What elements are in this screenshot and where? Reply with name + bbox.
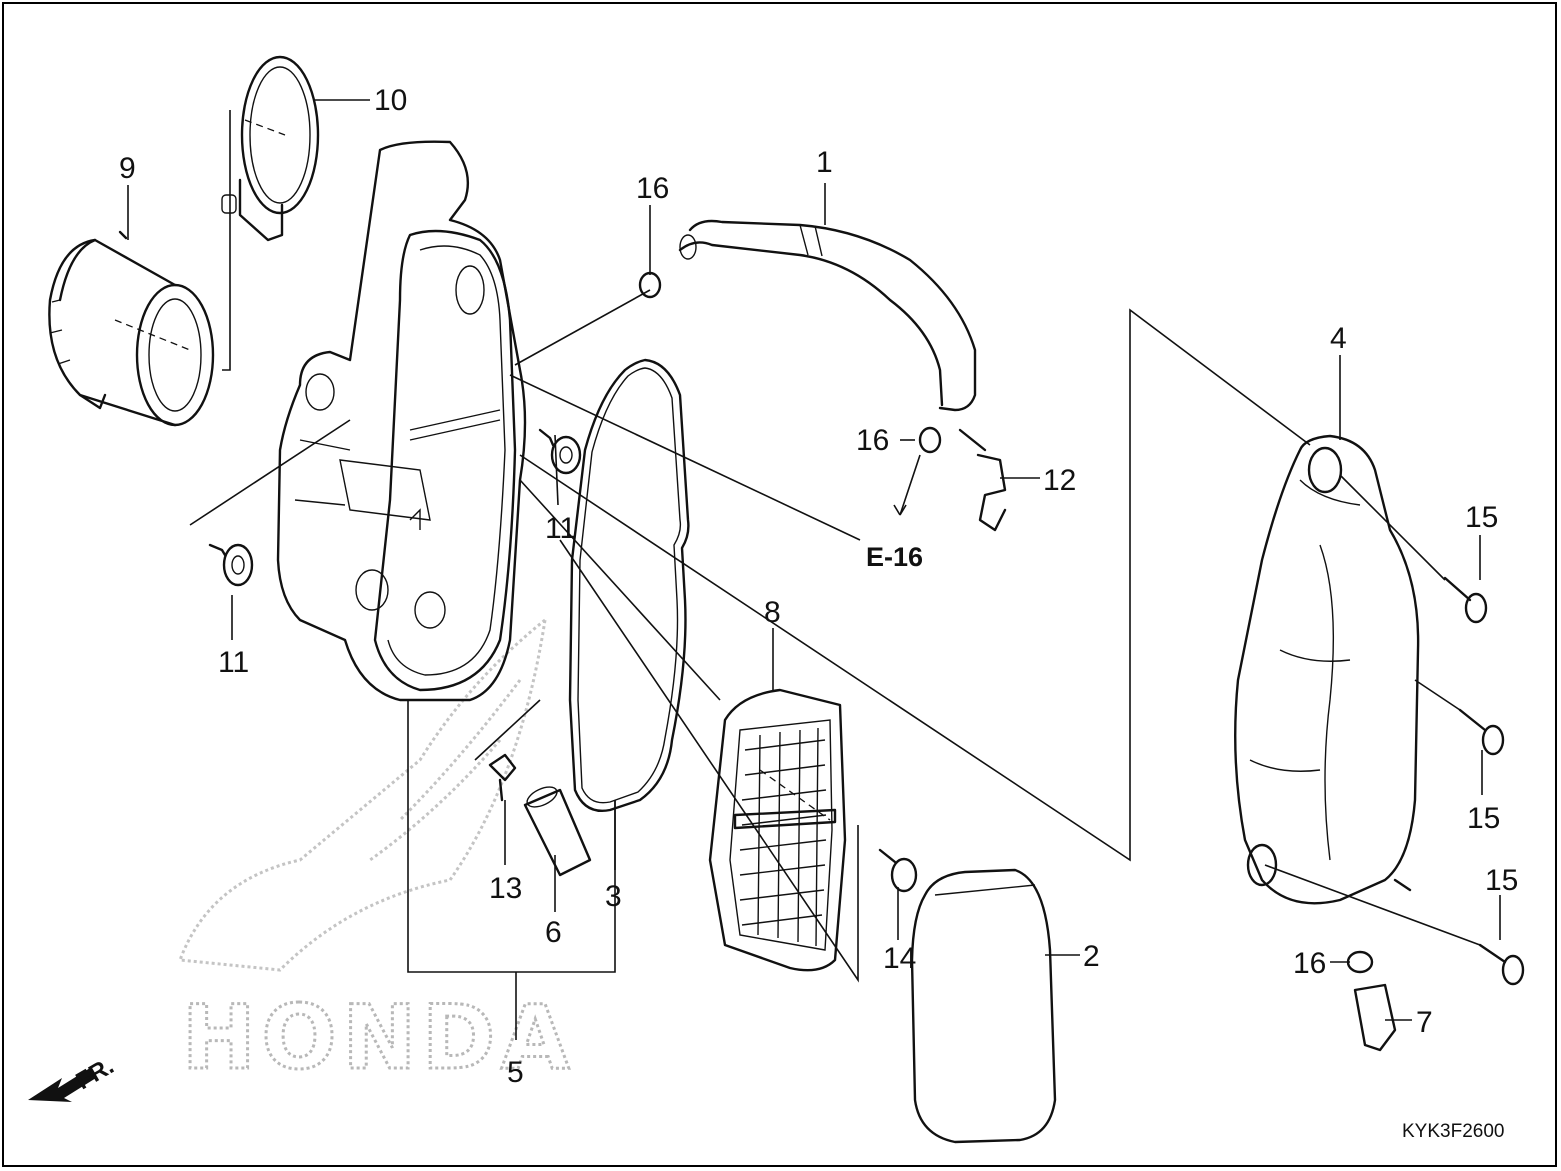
callout-12: 12 — [1043, 464, 1076, 497]
callout-8: 8 — [764, 596, 781, 629]
part-6-drain-tube — [523, 786, 592, 877]
front-arrow-icon — [28, 1068, 96, 1102]
part-15-bolt-c — [1478, 943, 1525, 986]
callout-4: 4 — [1330, 322, 1347, 355]
part-14-screw — [878, 848, 918, 893]
callout-16-b: 16 — [856, 424, 889, 457]
callout-1: 1 — [816, 146, 833, 179]
callout-5: 5 — [507, 1056, 524, 1089]
part-15-bolt-a — [1443, 576, 1488, 624]
part-15-bolt-b — [1458, 708, 1505, 756]
callout-11-a: 11 — [545, 512, 576, 545]
part-10-clamp-band — [221, 55, 320, 242]
callout-10: 10 — [374, 84, 407, 117]
callout-2: 2 — [1083, 940, 1100, 973]
part-5-air-cleaner-case — [276, 140, 527, 702]
callout-6: 6 — [545, 916, 562, 949]
part-4-cover — [1234, 434, 1420, 905]
reference-label-e16: E-16 — [866, 542, 923, 572]
part-13-clip — [488, 753, 517, 802]
callout-13: 13 — [489, 872, 522, 905]
part-3-gasket — [568, 358, 690, 812]
part-7-drain-plug — [1353, 983, 1397, 1052]
callout-16-a: 16 — [636, 172, 669, 205]
part-16-clip-b — [918, 426, 942, 454]
honda-watermark-text: HONDA — [182, 986, 575, 1089]
diagram-code: KYK3F2600 — [1402, 1121, 1504, 1142]
part-1-breather-tube — [678, 219, 977, 412]
assembly-lines — [114, 110, 1481, 983]
callout-16-c: 16 — [1293, 947, 1326, 980]
callout-14: 14 — [883, 942, 916, 975]
honda-wing-watermark — [177, 616, 548, 972]
part-2-filter-element — [910, 868, 1057, 1144]
callout-leaders — [127, 99, 1501, 1021]
callout-15-b: 15 — [1467, 802, 1500, 835]
callout-9: 9 — [119, 152, 136, 185]
callout-7: 7 — [1416, 1006, 1433, 1039]
part-5-bracket — [407, 700, 616, 973]
callout-15-a: 15 — [1465, 501, 1498, 534]
callout-15-c: 15 — [1485, 864, 1518, 897]
part-11-bolt-a — [538, 428, 582, 475]
callout-3: 3 — [605, 880, 622, 913]
callout-11-b: 11 — [218, 646, 249, 679]
part-12-clip — [958, 428, 1007, 532]
part-11-bolt-b — [208, 543, 254, 587]
part-16-clip-c — [1346, 950, 1374, 974]
part-9-intake-duct — [48, 230, 215, 427]
part-8-element-holder — [708, 688, 847, 972]
